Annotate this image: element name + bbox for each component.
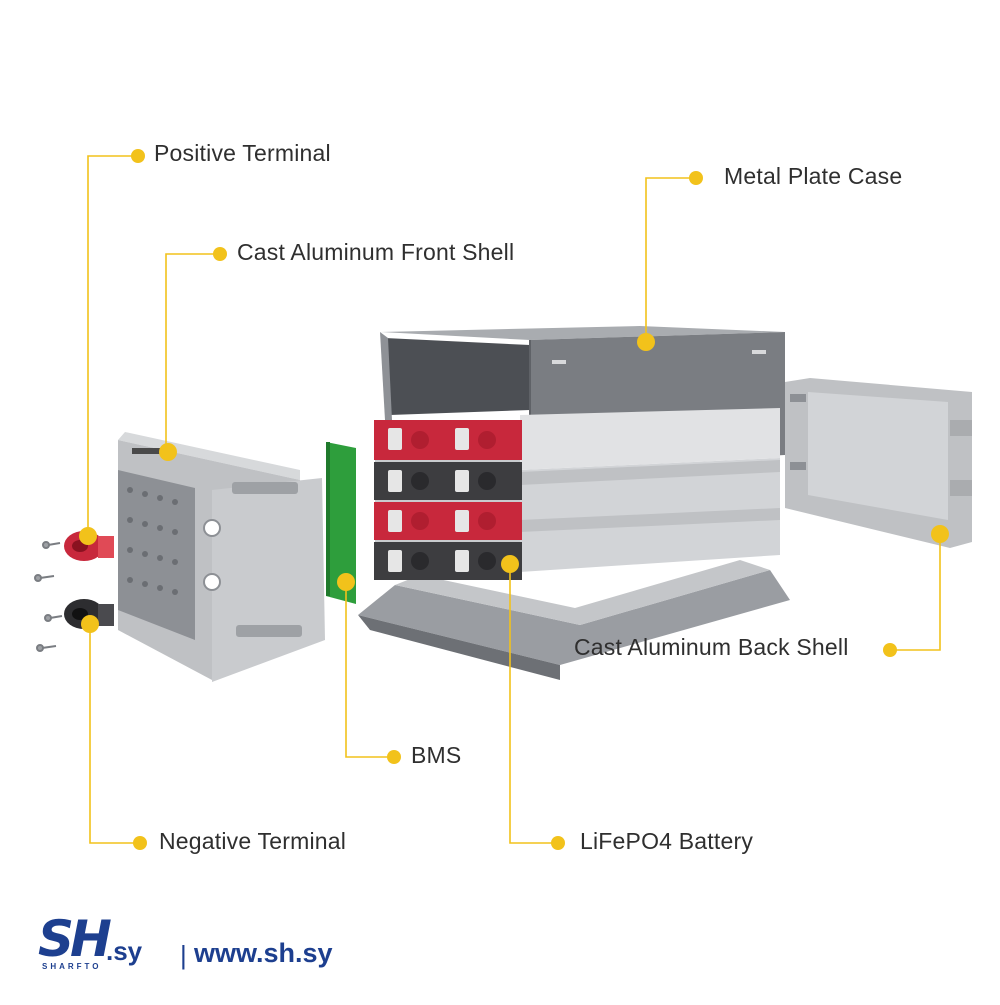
callout-lines: [87, 155, 941, 844]
label-cast-aluminum-front-shell: Cast Aluminum Front Shell: [237, 239, 515, 265]
logo-tld: .sy: [106, 936, 143, 966]
logo-mark: SH: [38, 910, 112, 968]
label-lifepo4-battery: LiFePO4 Battery: [580, 828, 754, 854]
lifepo4-cells: [374, 420, 522, 580]
cast-aluminum-back-shell: [785, 378, 972, 548]
logo-separator: |: [180, 940, 187, 970]
label-bms: BMS: [411, 742, 462, 768]
cast-aluminum-front-shell: [118, 432, 325, 682]
brand-logo: SH .sy SHARFTO | www.sh.sy: [38, 908, 333, 974]
logo-tagline: SHARFTO: [42, 962, 102, 971]
label-cast-aluminum-back-shell: Cast Aluminum Back Shell: [574, 634, 849, 660]
bms-board: [326, 442, 356, 604]
callout-dots: [79, 149, 949, 850]
label-positive-terminal: Positive Terminal: [154, 140, 331, 166]
logo-url: www.sh.sy: [194, 938, 333, 968]
mounting-screws: [34, 541, 63, 652]
label-negative-terminal: Negative Terminal: [159, 828, 347, 854]
label-metal-plate-case: Metal Plate Case: [724, 163, 903, 189]
